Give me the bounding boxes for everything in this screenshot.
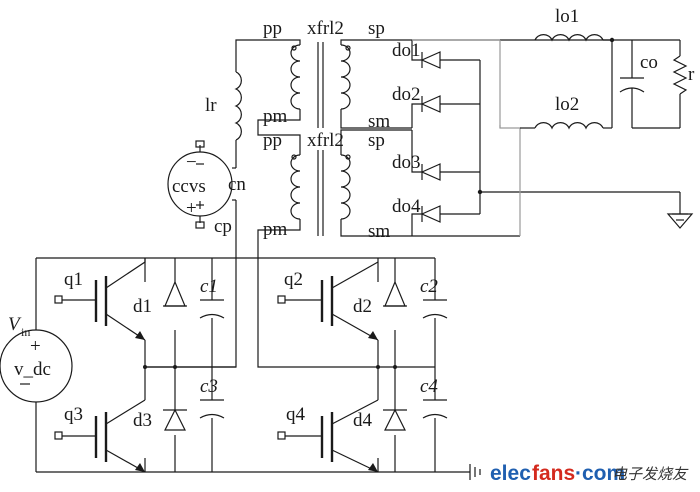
label-q4: q4 xyxy=(286,404,306,425)
label-xfrl2-top: xfrl2 xyxy=(307,18,344,39)
watermark-cn: 电子发烧友 xyxy=(612,465,689,483)
label-q2: q2 xyxy=(284,269,303,290)
label-sp-top: sp xyxy=(368,18,385,39)
label-c2: c2 xyxy=(420,276,438,297)
label-cp: cp xyxy=(214,216,232,237)
label-pm-bottom: pm xyxy=(263,219,288,240)
label-r: r xyxy=(688,64,695,85)
rectifier-network xyxy=(340,39,680,237)
left-leg xyxy=(54,258,236,473)
label-pp-top: pp xyxy=(263,18,282,39)
label-lr: lr xyxy=(205,95,217,116)
label-do4: do4 xyxy=(392,196,421,217)
label-pp-bottom: pp xyxy=(263,130,282,151)
component-labels: pp xfrl2 sp pm sm pp xfrl2 sp pm sm lr c… xyxy=(8,6,695,431)
right-leg xyxy=(277,258,481,480)
label-sm-bottom: sm xyxy=(368,221,390,242)
label-d3: d3 xyxy=(133,410,152,431)
label-q3: q3 xyxy=(64,404,83,425)
label-sm-top: sm xyxy=(368,111,390,132)
transformer-lower xyxy=(290,150,351,236)
label-vdc: v_dc xyxy=(14,359,51,380)
label-do2: do2 xyxy=(392,84,421,105)
label-do1: do1 xyxy=(392,40,421,61)
vdc-source xyxy=(0,329,73,403)
label-pm-top: pm xyxy=(263,106,288,127)
label-sp-bottom: sp xyxy=(368,130,385,151)
watermark: elec fans ·com 电子发烧友 xyxy=(490,462,689,485)
label-xfrl2-bottom: xfrl2 xyxy=(307,130,344,151)
label-lo2: lo2 xyxy=(555,94,579,115)
ccvs-plus: + xyxy=(186,198,197,219)
transformer-upper xyxy=(290,42,351,128)
label-vin: V xyxy=(8,314,22,335)
label-c3: c3 xyxy=(200,376,218,397)
label-d1: d1 xyxy=(133,296,152,317)
watermark-dotcom: ·com xyxy=(575,462,625,485)
label-c4: c4 xyxy=(420,376,438,397)
label-ccvs: ccvs xyxy=(172,176,206,197)
label-d4: d4 xyxy=(353,410,373,431)
ccvs-minus: − xyxy=(186,152,197,173)
label-do3: do3 xyxy=(392,152,421,173)
output-stage xyxy=(520,34,694,229)
label-q1: q1 xyxy=(64,269,83,290)
vdc-plus: + xyxy=(30,336,41,357)
label-cn: cn xyxy=(228,174,246,195)
label-co: co xyxy=(640,52,658,73)
label-c1: c1 xyxy=(200,276,218,297)
label-vin-sub: in xyxy=(21,325,30,339)
watermark-elec: elec xyxy=(490,462,531,485)
label-lo1: lo1 xyxy=(555,6,579,27)
label-d2: d2 xyxy=(353,296,372,317)
watermark-fans: fans xyxy=(532,462,575,485)
ccvs-source xyxy=(167,140,236,229)
dc-bus xyxy=(35,257,470,473)
